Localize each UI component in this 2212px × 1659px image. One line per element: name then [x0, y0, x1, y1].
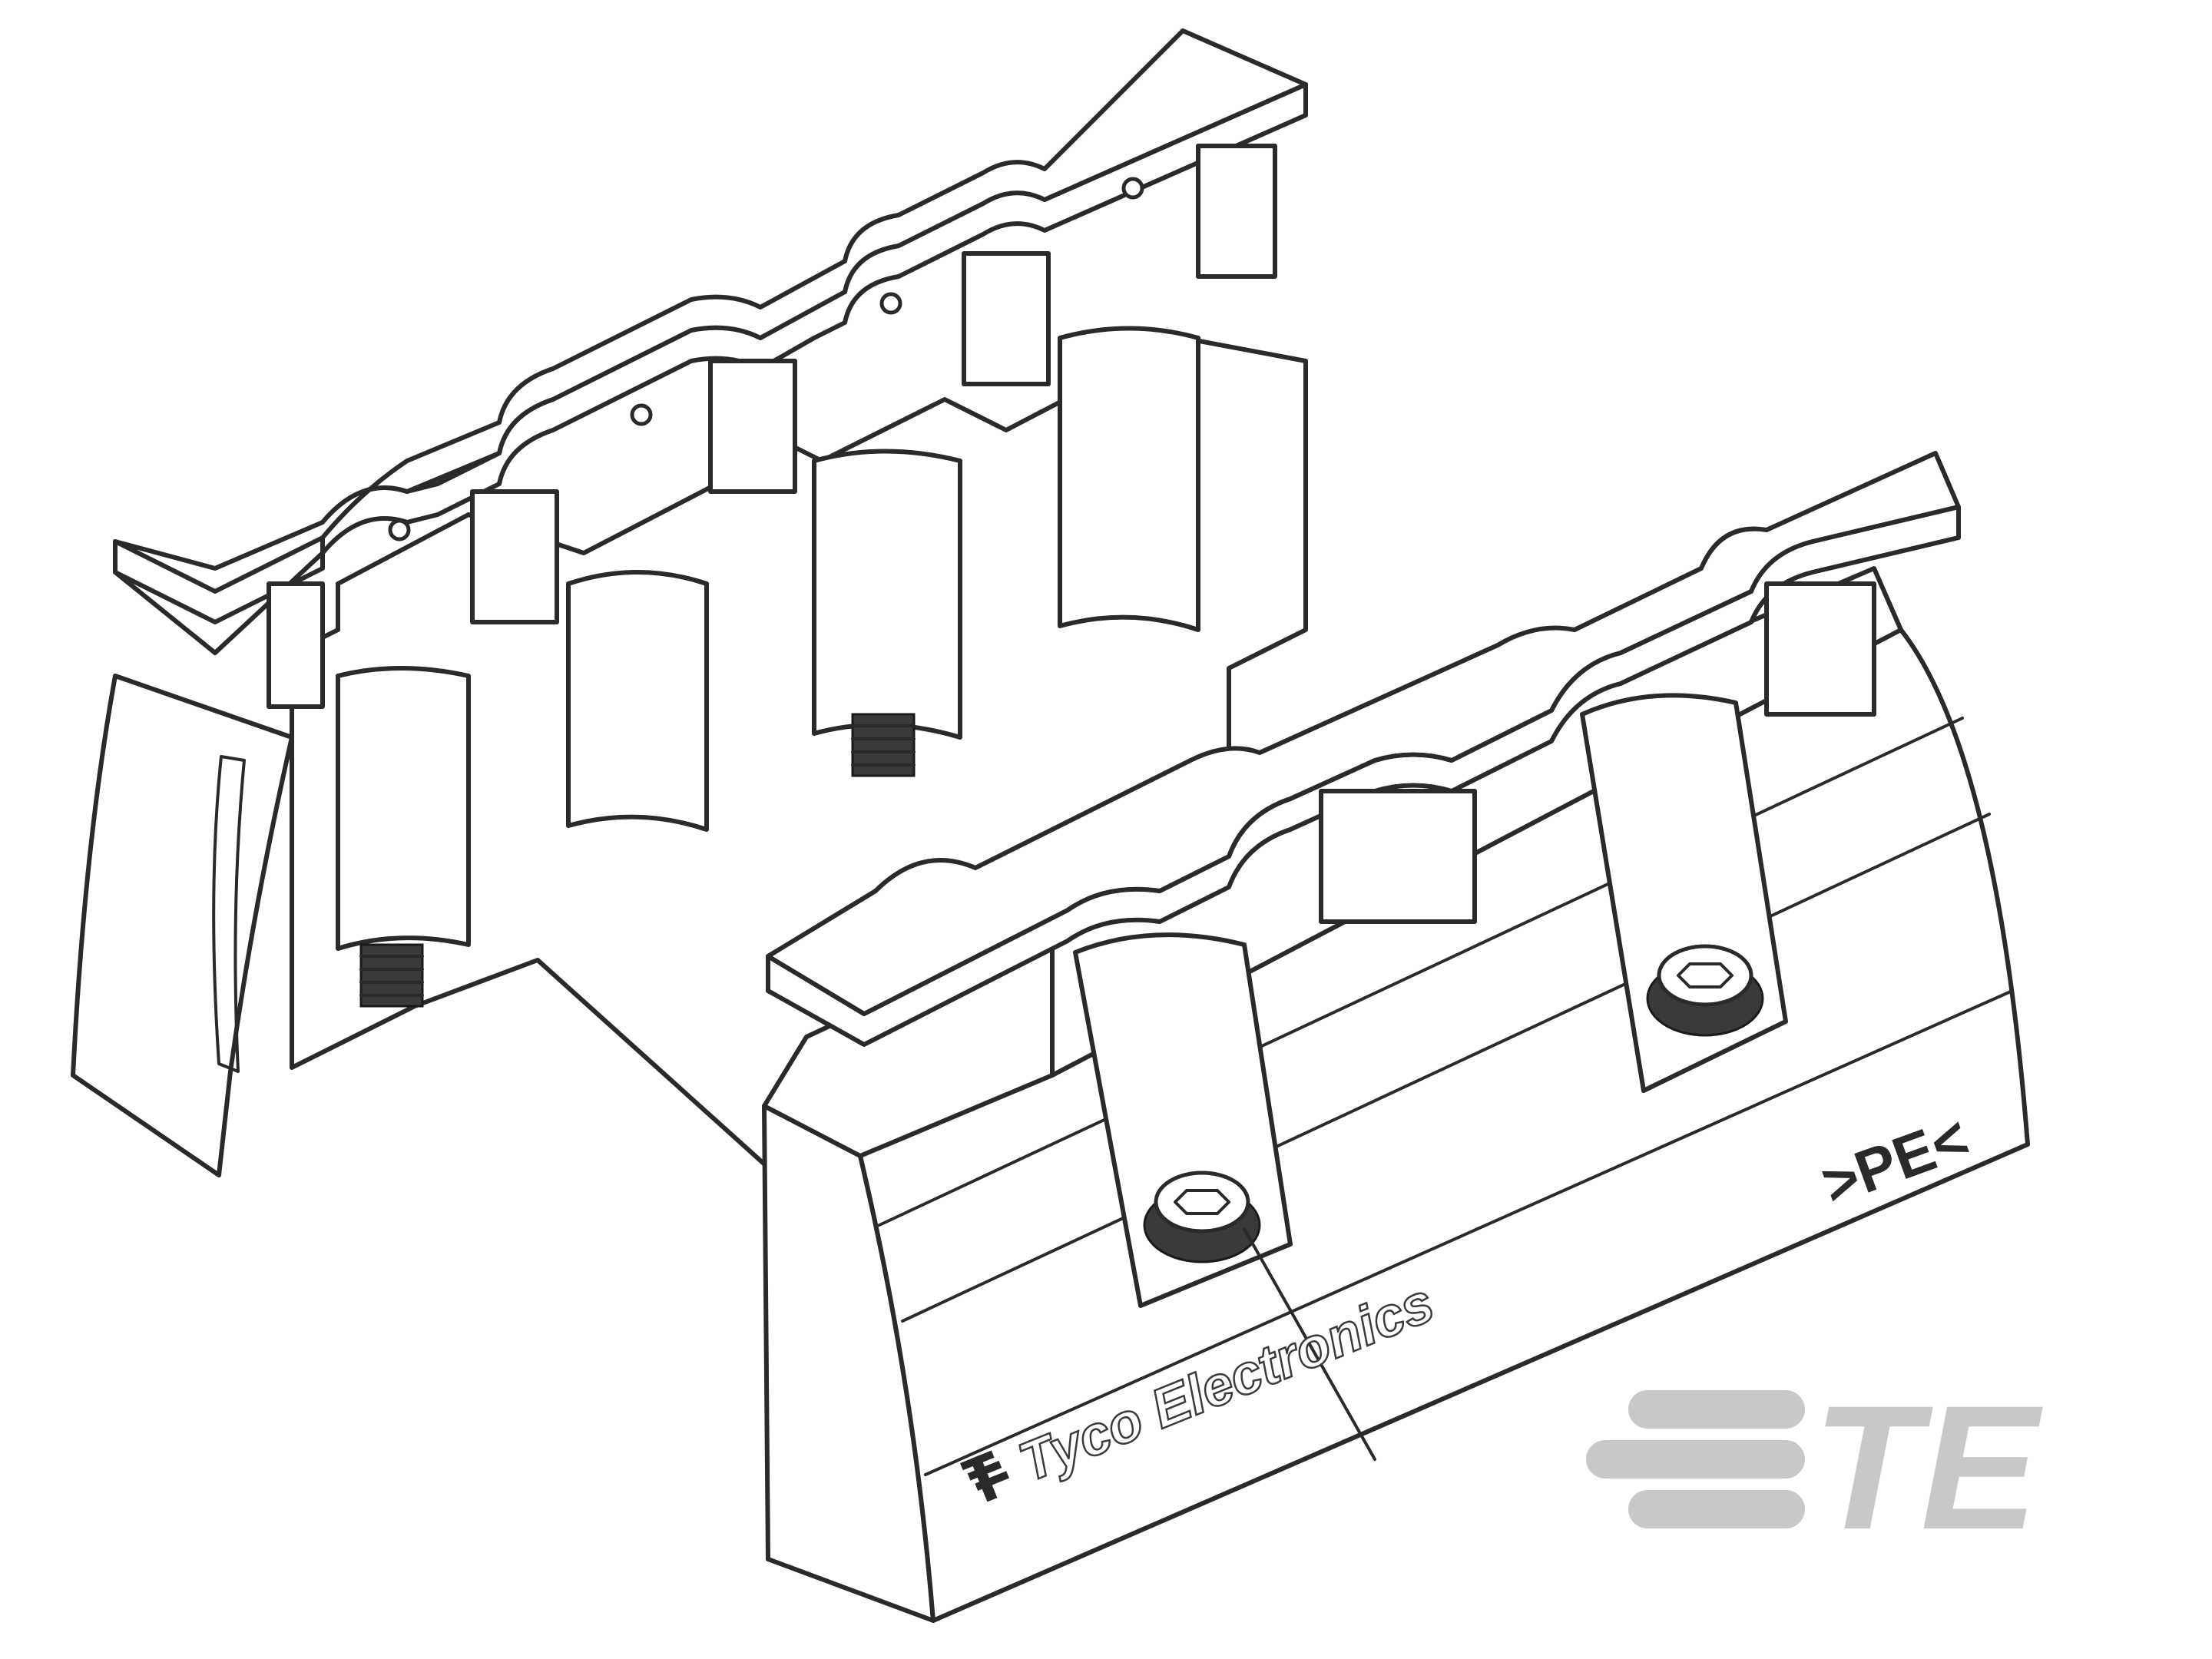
rear-clamp-half [71, 28, 1308, 1177]
rear-half-side-face [71, 674, 294, 1177]
rear-half-side-slot [212, 755, 246, 1073]
callout-leader-line [1243, 1227, 1376, 1461]
rear-half-bore-1 [336, 666, 471, 951]
front-half-panel-line-1 [878, 717, 1964, 1227]
front-half-flange-top-face [766, 451, 1961, 1016]
rear-half-window-2 [708, 359, 797, 494]
front-half-window-2 [1764, 581, 1876, 717]
te-logo-text: TE [1813, 1369, 2043, 1566]
rear-half-pin-hole-4 [1121, 177, 1144, 200]
front-half-panel-line-2 [901, 813, 1991, 1323]
rear-half-pin-hole-2 [630, 403, 653, 426]
rear-half-bore-3 [812, 449, 962, 740]
rear-half-flange-top-face [113, 28, 1308, 594]
rear-half-pin-hole-1 [388, 518, 411, 541]
tyco-logo-icon [960, 1450, 1009, 1502]
rear-half-window-1 [470, 489, 559, 624]
front-half-cap-screw-1 [1143, 1171, 1261, 1263]
rear-half-window-4 [1196, 144, 1277, 279]
te-watermark-logo: TE [1586, 1369, 2043, 1566]
rear-half-threaded-stud-2 [851, 713, 916, 777]
rear-half-pin-hole-3 [879, 292, 902, 315]
rear-half-bore-2 [566, 570, 709, 832]
rear-half-window-3 [962, 251, 1051, 386]
rear-half-window-5 [267, 581, 325, 709]
front-half-panel-line-3 [924, 989, 2014, 1476]
front-clamp-half [762, 451, 2030, 1623]
front-half-window-1 [1319, 789, 1477, 924]
rear-half-bore-4 [1058, 326, 1200, 632]
rear-half-threaded-stud-1 [359, 943, 424, 1008]
te-logo-bar-2 [1586, 1440, 1805, 1479]
front-half-cap-screw-2 [1646, 944, 1764, 1037]
te-logo-bar-1 [1628, 1390, 1805, 1429]
te-logo-bar-3 [1628, 1490, 1805, 1528]
